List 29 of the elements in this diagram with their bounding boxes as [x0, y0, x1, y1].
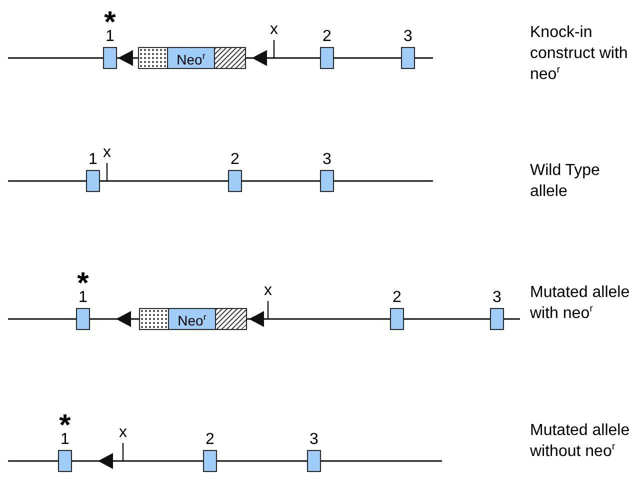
site-mark: x [119, 425, 127, 441]
exon-number: 3 [404, 28, 412, 46]
exon-number: 3 [310, 431, 318, 449]
row-label: Knock-in construct with neo$^{r}$ [530, 23, 629, 85]
exon-number: 3 [492, 289, 502, 307]
exon-number: 1 [106, 28, 114, 46]
site-mark: x [264, 283, 272, 299]
site-mark: x [270, 22, 278, 38]
exon-number: 3 [322, 151, 332, 169]
triangle-marker [116, 311, 131, 327]
exon-number: 1 [78, 289, 88, 307]
triangle-marker [249, 311, 264, 327]
cassette-label: Neo$^{r}$ [178, 311, 206, 328]
exon-number: 1 [88, 151, 98, 169]
triangle-marker [98, 453, 113, 469]
exon-number: 2 [230, 151, 240, 169]
exon-number: 1 [60, 431, 70, 449]
row-label: Mutated allele with neo$^{r}$ [530, 283, 631, 324]
exon-number: 2 [392, 289, 402, 307]
triangle-marker [252, 50, 267, 66]
row-label: Wild Type allele [530, 161, 601, 202]
neo-cassette [138, 47, 246, 69]
neo-cassette [139, 308, 247, 330]
triangle-marker [118, 50, 133, 66]
site-mark: x [103, 145, 111, 161]
exon-number: 2 [206, 431, 214, 449]
row-label: Mutated allele without neo$^{r}$ [530, 421, 631, 462]
cassette-label: Neo$^{r}$ [176, 50, 206, 67]
exon-number: 2 [322, 28, 332, 46]
